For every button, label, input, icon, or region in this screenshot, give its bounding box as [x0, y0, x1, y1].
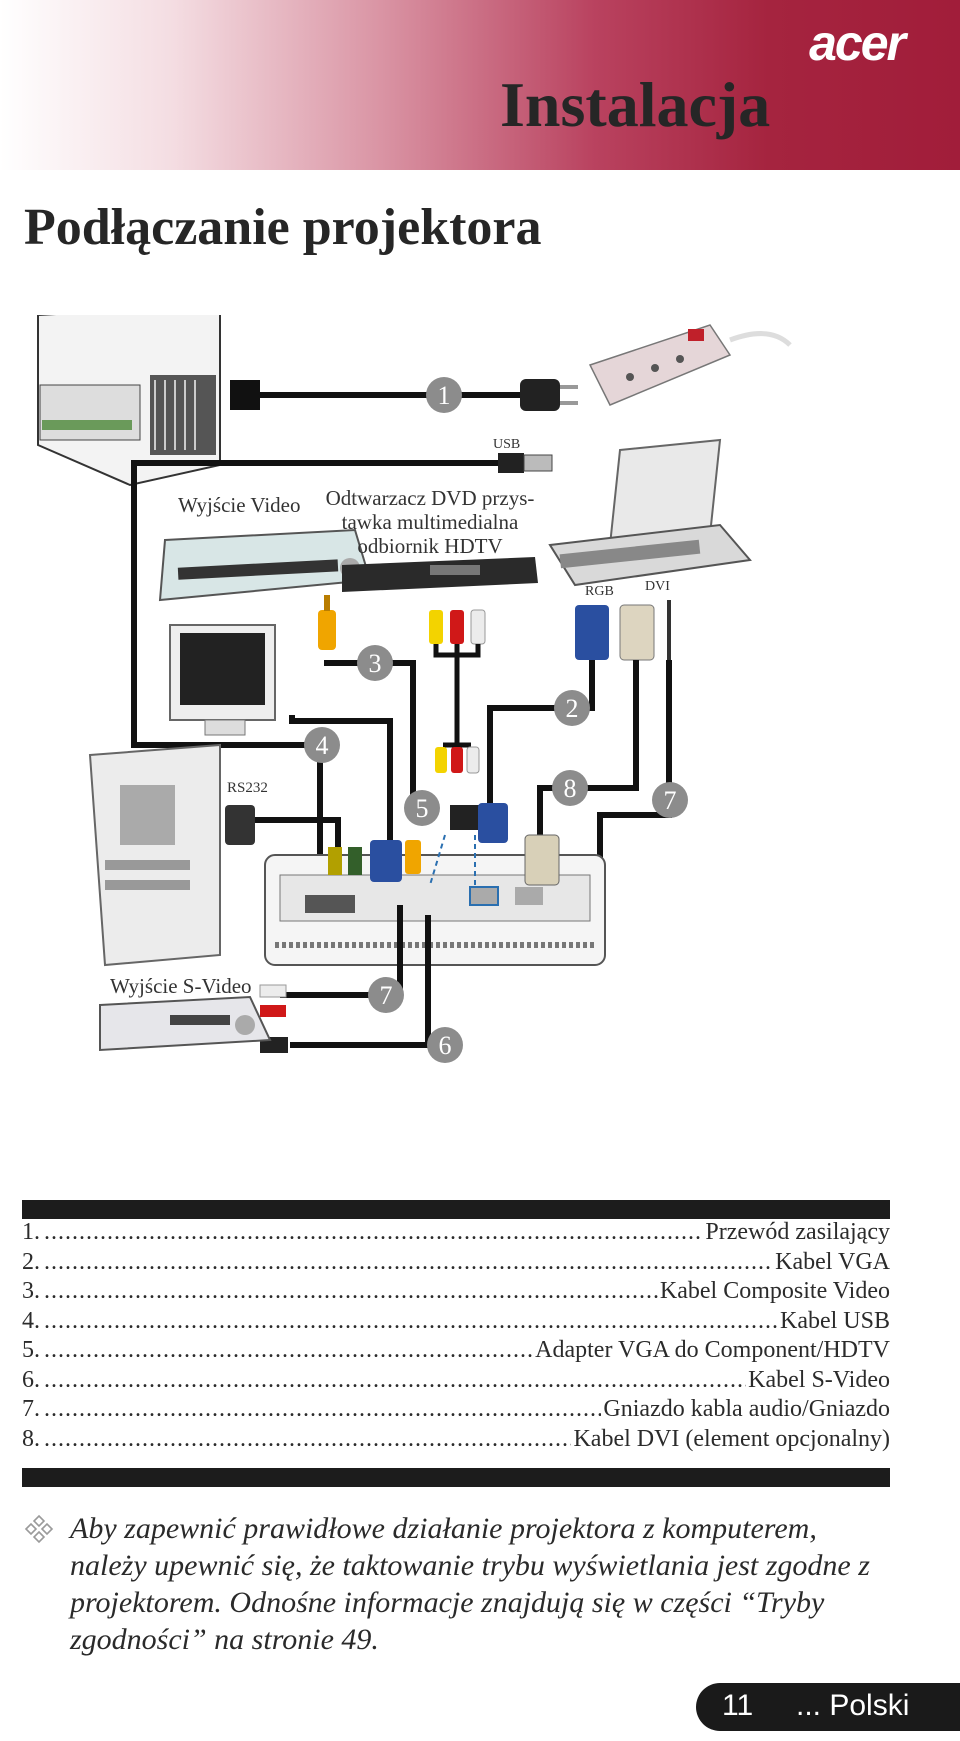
usb-label: USB [493, 437, 520, 452]
power-cable [230, 379, 578, 411]
monitor-illustration [169, 624, 276, 736]
marker-2: 2 [554, 690, 590, 726]
acer-logo: acer [809, 15, 906, 71]
legend-item: 7.Gniazdo kabla audio/Gniazdo [22, 1395, 890, 1425]
note-text: Aby zapewnić prawidłowe działanie projek… [70, 1512, 870, 1656]
cable-legend: 1.Przewód zasilający 2.Kabel VGA 3.Kabel… [22, 1218, 890, 1454]
dvd-box-illustration [342, 557, 538, 592]
svideo-out-label: Wyjście S-Video [110, 974, 252, 998]
legend-item: 5.Adapter VGA do Component/HDTV [22, 1336, 890, 1366]
usb-cable [131, 460, 502, 860]
connection-diagram: USB Wyjście Video Odtwarzacz DVD przys- … [37, 315, 792, 1063]
marker-1: 1 [426, 377, 462, 413]
legend-item: 4.Kabel USB [22, 1307, 890, 1337]
rs232-label: RS232 [227, 780, 268, 796]
marker-4: 4 [304, 727, 340, 763]
legend-item: 2.Kabel VGA [22, 1248, 890, 1278]
svideo-player-illustration [99, 995, 272, 1052]
page-header: acer Instalacja [0, 0, 960, 170]
legend-item: 8.Kabel DVI (element opcjonalny) [22, 1425, 890, 1455]
laptop-illustration [548, 438, 752, 587]
rgb-label: RGB [585, 584, 614, 599]
dvi-label: DVI [645, 579, 670, 594]
legend-bottom-rule [22, 1468, 890, 1487]
legend-item: 6.Kabel S-Video [22, 1366, 890, 1396]
vga-cable [487, 660, 595, 805]
svg-text:5: 5 [416, 794, 429, 823]
svg-text:7: 7 [664, 786, 677, 815]
computer-tower-illustration [88, 743, 221, 967]
legend-item: 1.Przewód zasilający [22, 1218, 890, 1248]
video-player-illustration [158, 528, 372, 602]
page-footer: 11 ... Polski [696, 1683, 960, 1731]
marker-6: 6 [427, 1027, 463, 1063]
projector-panel-illustration [264, 854, 606, 966]
dvd-hdtv-label: Odtwarzacz DVD przys- tawka multimedialn… [326, 486, 535, 558]
svg-text:1: 1 [438, 381, 451, 410]
page-number: 11 [722, 1689, 754, 1722]
composite-video-cable [324, 660, 416, 810]
svg-text:7: 7 [380, 981, 393, 1010]
marker-7-left: 7 [368, 977, 404, 1013]
marker-5: 5 [404, 790, 440, 826]
svg-text:tawka multimedialna: tawka multimedialna [342, 510, 519, 534]
power-strip-illustration [588, 324, 792, 406]
svg-text:2: 2 [566, 694, 579, 723]
marker-3: 3 [357, 645, 393, 681]
language-label: ... Polski [796, 1689, 910, 1722]
svg-text:3: 3 [369, 649, 382, 678]
marker-7-right: 7 [652, 782, 688, 818]
section-title: Podłączanie projektora [24, 199, 542, 256]
marker-8: 8 [552, 770, 588, 806]
diamond-bullet-icon [24, 1514, 54, 1544]
svg-text:8: 8 [564, 774, 577, 803]
svg-text:Odtwarzacz DVD przys-: Odtwarzacz DVD przys- [326, 486, 535, 510]
legend-item: 3.Kabel Composite Video [22, 1277, 890, 1307]
video-out-label: Wyjście Video [178, 493, 300, 517]
svg-text:odbiornik HDTV: odbiornik HDTV [357, 534, 502, 558]
svg-text:6: 6 [439, 1031, 452, 1060]
legend-top-rule [22, 1200, 890, 1219]
chapter-title: Instalacja [500, 69, 771, 140]
projector-rear-illustration [37, 315, 221, 487]
svg-text:4: 4 [316, 731, 329, 760]
